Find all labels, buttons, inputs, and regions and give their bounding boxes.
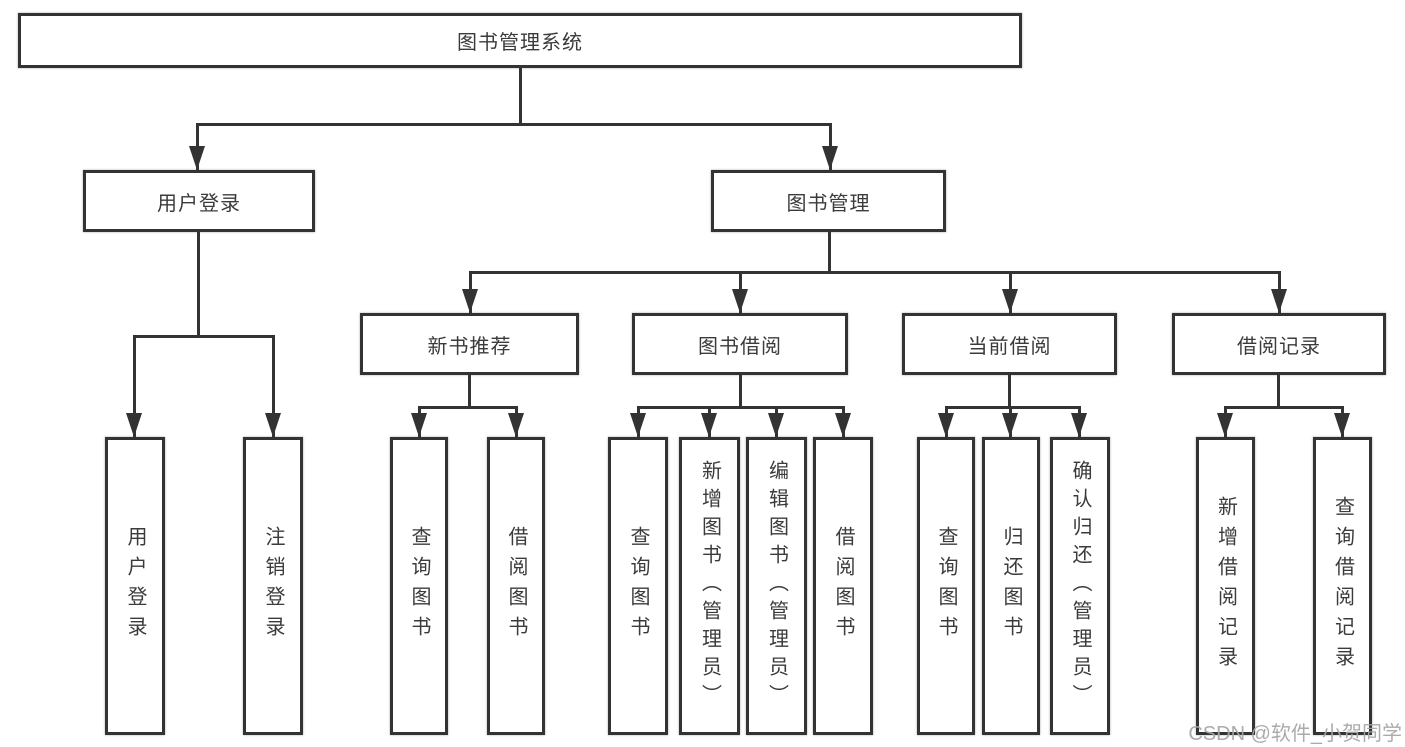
- connector-arrow: [411, 413, 427, 437]
- leaf-label: 用户登录: [124, 526, 146, 646]
- leaf-edit-books-admin: 编辑图书（管理员）: [746, 437, 807, 735]
- node-new-book-recommend: 新书推荐: [360, 313, 579, 375]
- leaf-label: 借阅图书: [832, 526, 854, 646]
- connector-vline: [1008, 375, 1011, 409]
- connector-arrow: [1334, 413, 1350, 437]
- connector-arrow: [835, 413, 851, 437]
- connector-arrow: [1002, 413, 1018, 437]
- node-book-management: 图书管理: [711, 170, 946, 232]
- leaf-label: 新增图书（管理员）: [698, 460, 721, 712]
- node-borrowing-records: 借阅记录: [1172, 313, 1386, 375]
- connector-hline: [945, 406, 1080, 409]
- leaf-query-borrow-record: 查询借阅记录: [1313, 437, 1372, 735]
- connector-arrow: [126, 413, 142, 437]
- node-user-login: 用户登录: [83, 170, 315, 232]
- connector-arrow: [508, 413, 524, 437]
- leaf-borrow-books: 借阅图书: [813, 437, 873, 735]
- node-current-borrowing: 当前借阅: [902, 313, 1117, 375]
- connector-arrow: [189, 146, 205, 170]
- connector-hline: [1224, 406, 1344, 409]
- leaf-query-books-recommend: 查询图书: [390, 437, 448, 735]
- leaf-add-books-admin: 新增图书（管理员）: [679, 437, 740, 735]
- connector-arrow: [1002, 289, 1018, 313]
- leaf-user-login: 用户登录: [105, 437, 165, 735]
- connector-hline: [469, 271, 1281, 274]
- csdn-watermark: CSDN @软件_小贺同学: [1188, 723, 1402, 745]
- leaf-query-books-borrowing: 查询图书: [608, 437, 668, 735]
- connector-arrow: [1071, 413, 1087, 437]
- leaf-label: 查询图书: [627, 526, 649, 646]
- leaf-label: 查询借阅记录: [1331, 496, 1354, 676]
- connector-arrow: [938, 413, 954, 437]
- leaf-confirm-return-admin: 确认归还（管理员）: [1050, 437, 1110, 735]
- connector-arrow: [732, 289, 748, 313]
- connector-arrow: [1217, 413, 1233, 437]
- leaf-label: 编辑图书（管理员）: [765, 460, 788, 712]
- leaf-add-borrow-record: 新增借阅记录: [1196, 437, 1255, 735]
- connector-arrow: [768, 413, 784, 437]
- connector-vline: [133, 335, 136, 437]
- leaf-query-books-current: 查询图书: [917, 437, 975, 735]
- leaf-label: 查询图书: [935, 526, 957, 646]
- connector-vline: [1277, 375, 1280, 409]
- connector-arrow: [630, 413, 646, 437]
- connector-vline: [272, 335, 275, 437]
- connector-vline: [468, 375, 471, 409]
- leaf-return-books: 归还图书: [982, 437, 1040, 735]
- connector-hline: [637, 406, 845, 409]
- leaf-label: 归还图书: [1000, 526, 1022, 646]
- leaf-label: 注销登录: [262, 526, 284, 646]
- leaf-label: 确认归还（管理员）: [1069, 460, 1091, 712]
- connector-vline: [197, 232, 200, 338]
- connector-vline: [828, 232, 831, 274]
- connector-arrow: [462, 289, 478, 313]
- connector-hline: [418, 406, 518, 409]
- connector-arrow: [822, 146, 838, 170]
- leaf-label: 查询图书: [408, 526, 430, 646]
- leaf-borrow-books-recommend: 借阅图书: [487, 437, 545, 735]
- leaf-label: 新增借阅记录: [1214, 496, 1237, 676]
- connector-arrow: [265, 413, 281, 437]
- connector-arrow: [701, 413, 717, 437]
- connector-hline: [133, 335, 275, 338]
- connector-vline: [739, 375, 742, 409]
- node-library-management-system: 图书管理系统: [18, 13, 1022, 68]
- connector-vline: [519, 68, 522, 126]
- leaf-label: 借阅图书: [505, 526, 527, 646]
- connector-arrow: [1271, 289, 1287, 313]
- connector-hline: [196, 123, 832, 126]
- node-book-borrowing: 图书借阅: [632, 313, 848, 375]
- leaf-logout: 注销登录: [243, 437, 303, 735]
